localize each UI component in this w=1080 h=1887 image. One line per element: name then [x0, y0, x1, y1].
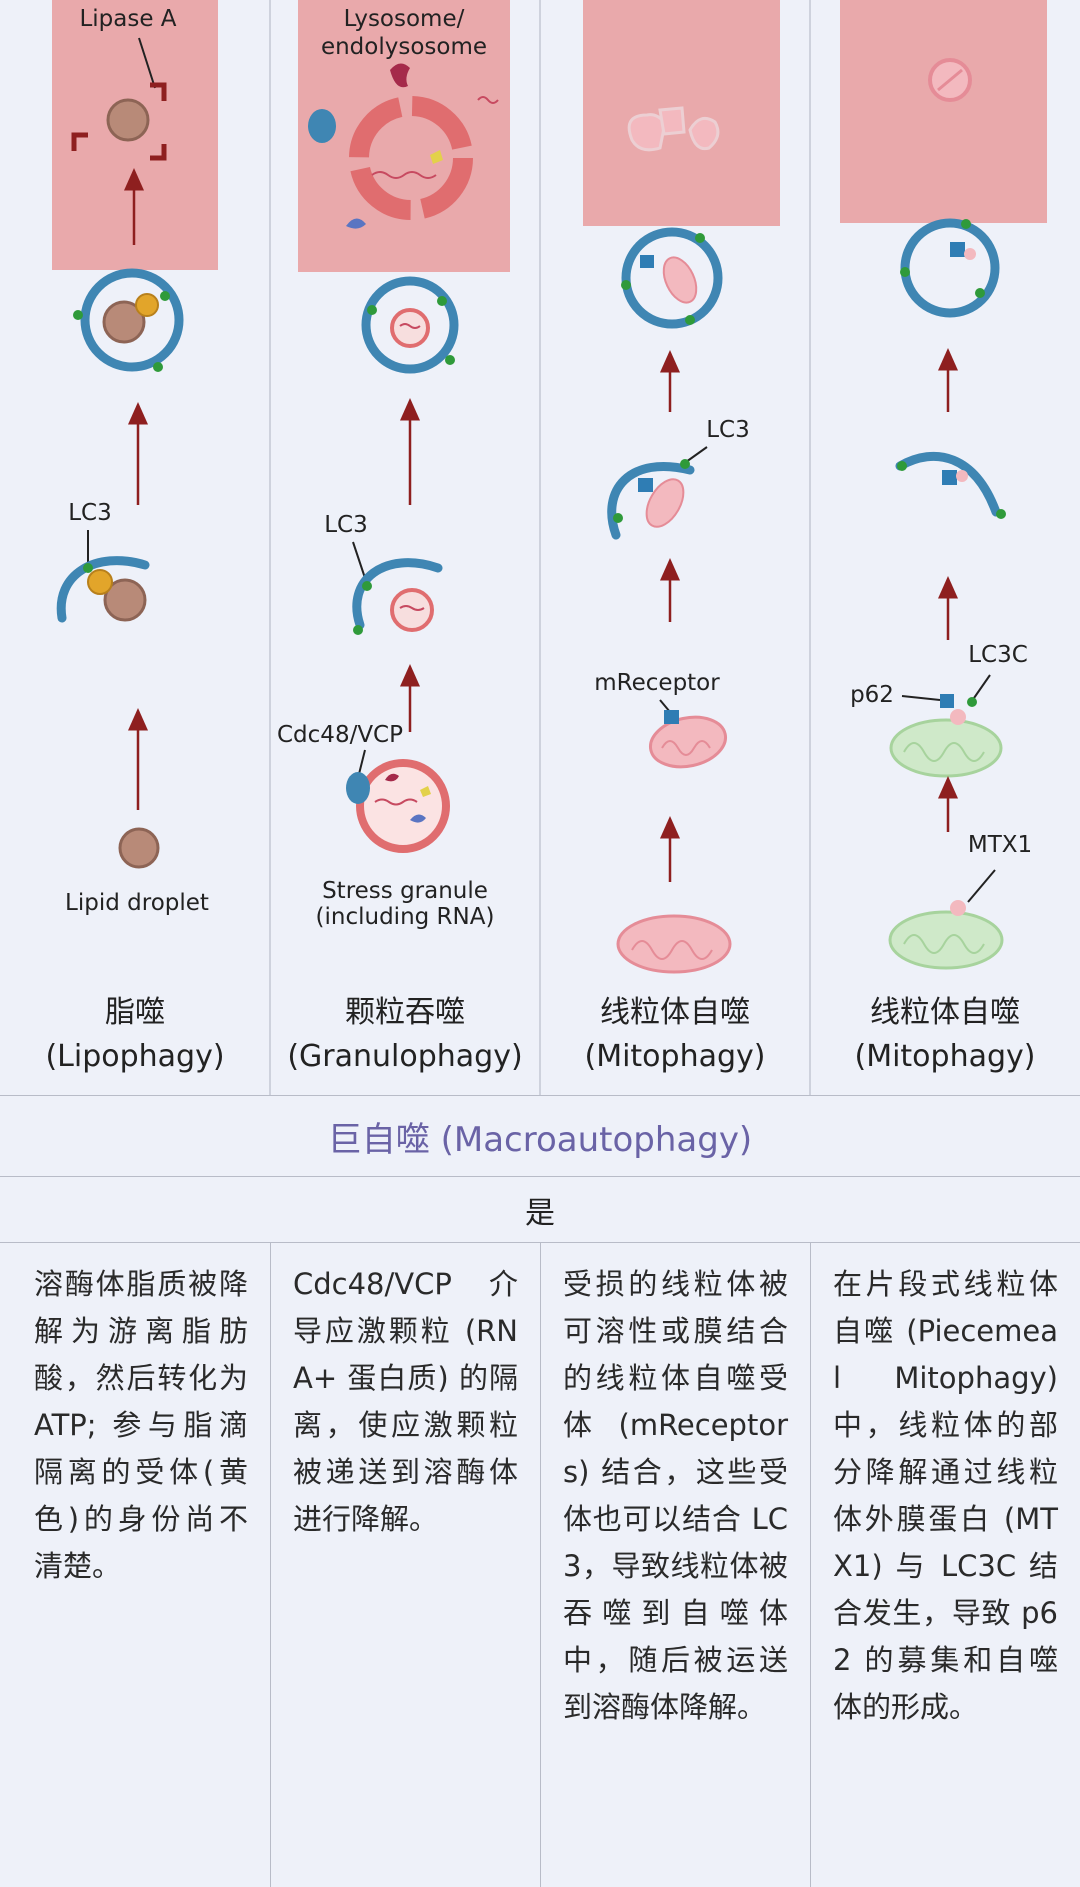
- column-en-title: (Granulophagy): [287, 1039, 522, 1074]
- lipid-droplet-icon: [106, 98, 150, 142]
- lc3-label: LC3: [68, 500, 112, 526]
- column-cn-title: 颗粒吞噬: [345, 995, 465, 1030]
- lipophagy-column: Lipase A LC3 Lipid drop: [45, 0, 225, 1074]
- column-en-title: (Mitophagy): [855, 1039, 1036, 1074]
- granulophagy-description: Cdc48/VCP 介导应激颗粒 (RNA+ 蛋白质) 的隔离，使应激颗粒被递送…: [270, 1243, 540, 1887]
- p62-label: p62: [850, 682, 894, 708]
- phagophore-icon: [895, 451, 1001, 517]
- column-en-title: (Lipophagy): [45, 1039, 224, 1074]
- description-row: 溶酶体脂质被降解为游离脂肪酸，然后转化为 ATP; 参与脂滴隔离的受体(黄色)的…: [0, 1243, 1080, 1887]
- phagophore-icon: [56, 556, 150, 623]
- lysosome-label-line2: endolysosome: [321, 34, 487, 60]
- lysosome-label-line1: Lysosome/: [344, 6, 465, 32]
- stress-granule-label-line2: (including RNA): [316, 904, 495, 930]
- column-cn-title: 线粒体自噬: [600, 995, 750, 1030]
- cdc48-label: Cdc48/VCP: [277, 722, 403, 748]
- stress-granule-label-line1: Stress granule: [322, 878, 488, 904]
- mtx1-label: MTX1: [968, 832, 1032, 858]
- mitophagy-description: 受损的线粒体被可溶性或膜结合的线粒体自噬受体 (mReceptors) 结合，这…: [540, 1243, 810, 1887]
- mitophagy-column: LC3 mReceptor 线粒体自噬 (Mitophagy): [583, 0, 780, 1074]
- piecemeal-mitophagy-description: 在片段式线粒体自噬 (Piecemeal Mitophagy) 中，线粒体的部分…: [810, 1243, 1080, 1887]
- macroautophagy-label: 巨自噬 (Macroautophagy): [327, 1119, 753, 1160]
- mreceptor-label: mReceptor: [594, 670, 720, 696]
- lipid-droplet-icon: [118, 827, 160, 869]
- endolysosome-icon: [349, 96, 473, 220]
- macroautophagy-header: 巨自噬 (Macroautophagy): [0, 1095, 1080, 1177]
- autophagosome-icon: [900, 218, 1000, 318]
- stress-granule-icon: [356, 759, 450, 853]
- phagophore-icon: [352, 558, 443, 630]
- column-en-title: (Mitophagy): [585, 1039, 766, 1074]
- lc3-label: LC3: [706, 417, 750, 443]
- yes-row: 是: [0, 1177, 1080, 1243]
- phagophore-icon: [607, 461, 695, 540]
- column-cn-title: 线粒体自噬: [870, 995, 1020, 1030]
- mitochondrion-icon: [648, 715, 728, 769]
- lipophagy-description: 溶酶体脂质被降解为游离脂肪酸，然后转化为 ATP; 参与脂滴隔离的受体(黄色)的…: [34, 1267, 248, 1583]
- column-cn-title: 脂噬: [105, 995, 165, 1030]
- mitochondrion-icon: [616, 914, 732, 974]
- lc3c-label: LC3C: [968, 642, 1028, 668]
- lc3-label: LC3: [324, 512, 368, 538]
- lysosome-block: [298, 0, 510, 272]
- yes-label: 是: [525, 1195, 555, 1231]
- lipid-droplet-label: Lipid droplet: [65, 890, 209, 916]
- protein-icon: [308, 109, 336, 143]
- autophagy-diagram: Lipase A LC3 Lipid drop: [45, 0, 1047, 1095]
- lysosome-block: [840, 0, 1047, 223]
- piecemeal-mitophagy-column: LC3C p62 MTX1 线粒体自噬 (Mitophagy): [840, 0, 1047, 1074]
- lipase-a-label: Lipase A: [79, 6, 176, 32]
- mitochondrion-fragment-icon: [627, 113, 667, 152]
- granulophagy-column: Lysosome/ endolysosome LC3: [277, 0, 523, 1074]
